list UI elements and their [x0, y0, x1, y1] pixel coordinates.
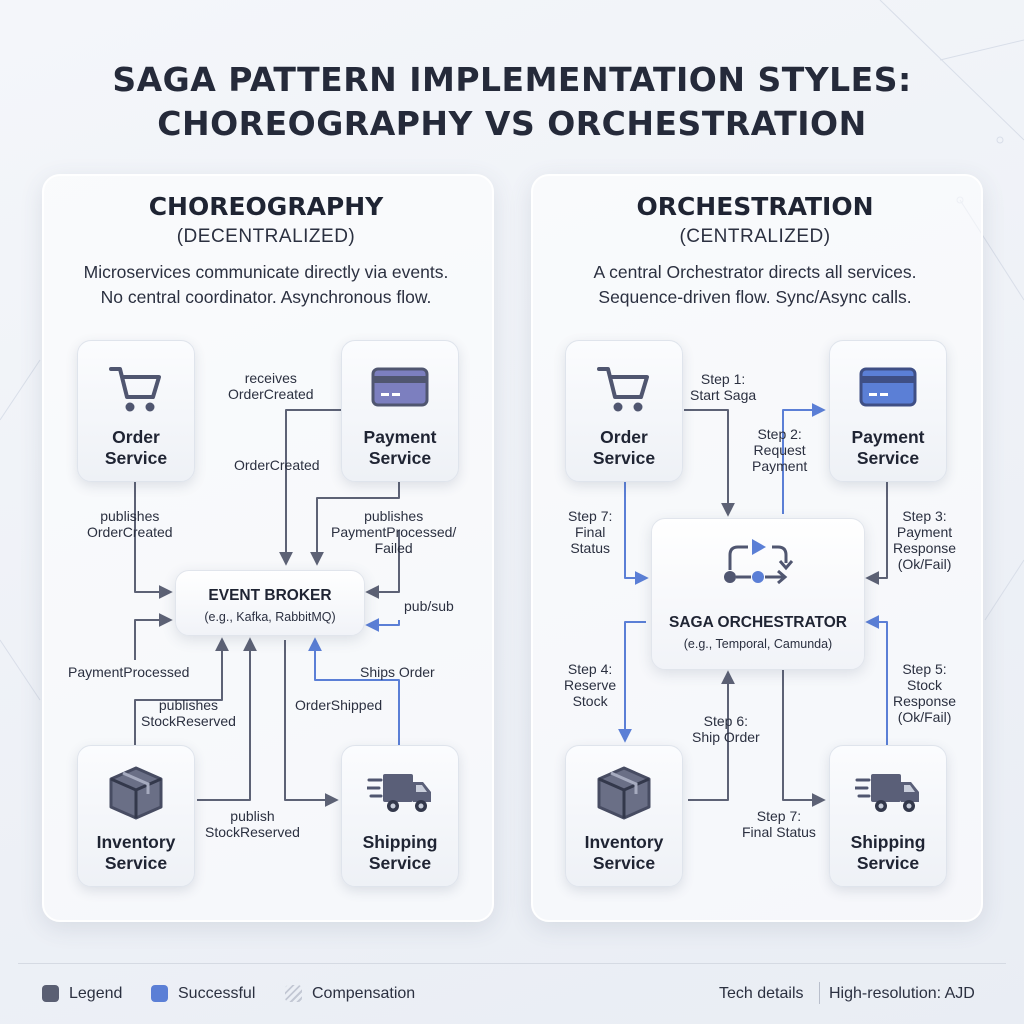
resolution-text: High-resolution: AJD — [829, 985, 975, 1002]
choreography-description: Microservices communicate directly via e… — [83, 262, 449, 307]
footer-divider — [18, 963, 1006, 964]
arrow-step1 — [684, 409, 735, 517]
arrow-inventory-publishes-stock — [134, 637, 229, 745]
label-step1: Step 1:Start Saga — [690, 371, 757, 403]
label-pubsub: pub/sub — [404, 598, 454, 614]
arrow-step5 — [865, 615, 888, 745]
package-icon — [597, 766, 651, 820]
event-broker[interactable]: EVENT BROKER (e.g., Kafka, RabbitMQ) — [175, 570, 365, 636]
choreography-subtitle: (DECENTRALIZED) — [176, 226, 356, 247]
arrow-broker-to-shipping — [284, 640, 339, 807]
cart-icon — [109, 367, 161, 412]
successful-swatch — [151, 985, 168, 1002]
footer-separator — [819, 982, 820, 1004]
orchestration-subtitle: (CENTRALIZED) — [679, 226, 831, 247]
label-step6: Step 6:Ship Order — [692, 713, 760, 745]
legend-swatch — [42, 985, 59, 1002]
credit-card-icon — [859, 367, 917, 407]
arrow-payment-to-broker — [310, 480, 400, 566]
label-step7-to-shipping: Step 7:Final Status — [742, 808, 816, 840]
choreography-title: CHOREOGRAPHY — [148, 192, 384, 221]
truck-icon — [367, 774, 431, 812]
page-title: SAGA PATTERN IMPLEMENTATION STYLES: CHOR… — [112, 60, 912, 143]
arrow-payment-processed — [134, 613, 173, 660]
saga-orchestrator[interactable]: SAGA ORCHESTRATOR (e.g., Temporal, Camun… — [651, 518, 865, 670]
cart-icon — [597, 367, 649, 412]
arrow-broker-to-shipping-blue — [365, 618, 400, 632]
arrow-step6 — [688, 670, 735, 801]
arrow-step3 — [865, 480, 888, 585]
tech-details-link[interactable]: Tech details — [719, 985, 804, 1002]
arrow-step4 — [618, 621, 646, 743]
arrow-step7-to-shipping — [782, 668, 826, 807]
truck-icon — [855, 774, 919, 812]
arrow-step2 — [782, 403, 826, 514]
package-icon — [109, 766, 163, 820]
arrow-inventory-publish-stock — [197, 637, 257, 801]
arrow-pubsub-to-broker — [365, 530, 400, 599]
arrow-order-to-broker — [134, 480, 173, 599]
label-ships-order: Ships Order — [360, 664, 435, 680]
label-order-created: OrderCreated — [234, 457, 320, 473]
compensation-swatch — [285, 985, 302, 1002]
label-payment-processed: PaymentProcessed — [68, 664, 190, 680]
arrow-step7-final-status — [624, 480, 649, 585]
arrow-shipping-order-shipped — [308, 637, 400, 745]
credit-card-icon — [371, 367, 429, 407]
orchestration-title: ORCHESTRATION — [636, 192, 874, 221]
orchestration-description: A central Orchestrator directs all servi… — [593, 262, 917, 307]
label-order-shipped: OrderShipped — [295, 697, 383, 713]
workflow-icon — [724, 539, 794, 585]
arrow-broker-receives-order-created — [279, 409, 368, 566]
